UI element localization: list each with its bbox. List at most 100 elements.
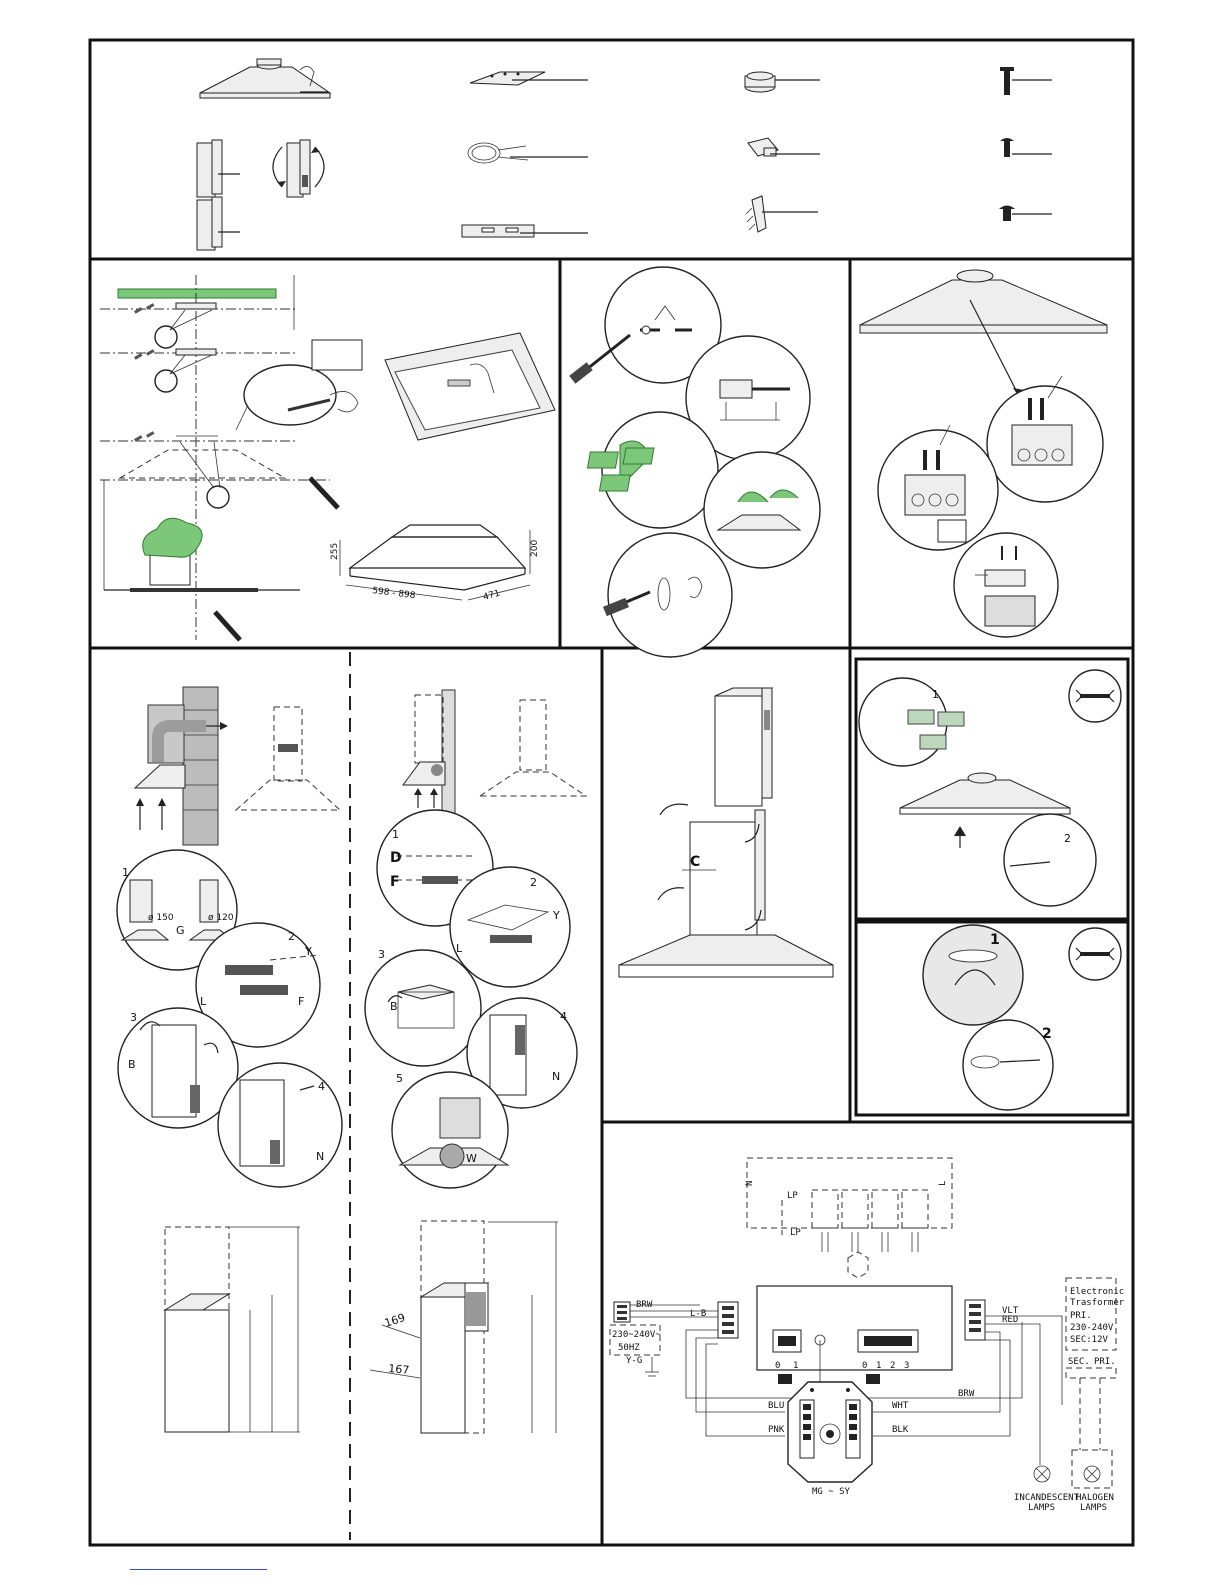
screw-part-3 [999, 206, 1052, 222]
panel-chimney-assembly: C [619, 688, 833, 977]
panel-filters: 1 2 [859, 670, 1121, 906]
label-l: L [200, 995, 207, 1008]
filter-step-1: 1 [932, 688, 939, 701]
transformer-title1: Electronic [1070, 1287, 1124, 1297]
step-3: 3 [378, 948, 385, 961]
wall-plug-part [746, 196, 818, 232]
step-5: 5 [396, 1072, 403, 1085]
wire-red: RED [1002, 1315, 1018, 1325]
svg-text:N: N [745, 1181, 755, 1186]
chimney-part [197, 140, 324, 250]
footer-link-line [130, 1569, 267, 1570]
filter-step-2: 2 [1064, 832, 1071, 845]
label-w: W [466, 1152, 477, 1165]
label-n: N [552, 1070, 560, 1083]
motor-block: MG ~ SY [788, 1382, 872, 1497]
label-d: D [390, 850, 402, 866]
fan-mark-1: 1 [876, 1361, 881, 1371]
hood-dimension-drawing: 255 200 598 - 898 471 [330, 525, 540, 603]
label-f: F [298, 995, 304, 1008]
transformer-pri: PRI. [1070, 1311, 1092, 1321]
step-4: 4 [560, 1010, 567, 1023]
fan-mark-3: 3 [904, 1361, 909, 1371]
step-2: 2 [288, 930, 295, 943]
transformer-pri-short: PRI. [1094, 1357, 1116, 1367]
label-y: Y [552, 909, 560, 922]
lamp-incandescent-2: LAMPS [1028, 1503, 1055, 1513]
fan-mark-0: 0 [862, 1361, 867, 1371]
fan-mark-2: 2 [890, 1361, 895, 1371]
dim-chimney-167: 167 [388, 1362, 410, 1377]
wire-pnk: PNK [768, 1425, 785, 1435]
lamp-halogen-2: LAMPS [1080, 1503, 1107, 1513]
screw-part-1 [1000, 67, 1052, 95]
power-voltage: 230~240V~ [612, 1330, 661, 1340]
wire-brw: BRW [958, 1389, 975, 1399]
screw-part-2 [1000, 138, 1052, 157]
step-1: 1 [392, 828, 399, 841]
transformer-block: Electronic Trasformer PRI. 230-240V SEC:… [1066, 1278, 1125, 1450]
label-f: F [390, 874, 400, 890]
callout-circle [207, 486, 229, 508]
power-ground: Y-G [626, 1356, 642, 1366]
power-lb-label: L-B [690, 1309, 706, 1319]
switch-mark-1: 1 [793, 1361, 798, 1371]
wall-bracket-part [462, 225, 588, 237]
dim-depth: 471 [482, 589, 501, 603]
panel-mounting-steps [569, 267, 820, 657]
led-lp-label: LP [790, 1228, 801, 1238]
label-n: N [316, 1150, 324, 1163]
callout-circle [155, 370, 177, 392]
panel-accessories [197, 59, 1052, 250]
panel-electrical [860, 270, 1107, 637]
dim-height-2: 200 [530, 540, 540, 557]
motor-label: MG ~ SY [812, 1487, 851, 1497]
step-2: 2 [530, 876, 537, 889]
panel-exhaust: ø 150 ø 120 G 1 2 Y L F 3 B 4 N [117, 687, 342, 1432]
ceiling-strip [118, 289, 276, 298]
incandescent-lamp: INCANDESCENT LAMPS [1014, 1466, 1080, 1513]
callout-circle [155, 326, 177, 348]
transformer-sec: SEC:12V [1070, 1335, 1109, 1345]
chimney-height-exhaust [165, 1227, 300, 1432]
label-c: C [690, 854, 700, 870]
step-1: 1 [122, 866, 129, 879]
lamp-step-2: 2 [1042, 1026, 1052, 1042]
panel-installation: 255 200 598 - 898 471 [100, 275, 555, 640]
lamp-incandescent-1: INCANDESCENT [1014, 1493, 1080, 1503]
transformer-sec-short: SEC. [1068, 1357, 1090, 1367]
label-b: B [128, 1058, 136, 1071]
transformer-title2: Trasformer [1070, 1298, 1125, 1308]
label-y: Y [304, 945, 312, 958]
label-b: B [390, 1000, 398, 1013]
hood-underside [385, 333, 555, 440]
hood-part [200, 59, 330, 98]
lamp-halogen-1: HALOGEN [1076, 1493, 1114, 1503]
power-cable-part [468, 143, 588, 163]
pipe-diameter-120: ø 120 [208, 913, 234, 923]
paper-template-part [470, 72, 588, 85]
flange-part [745, 72, 820, 92]
halogen-lamp: HALOGEN LAMPS [1072, 1450, 1114, 1513]
svg-text:L: L [938, 1181, 948, 1186]
transformer-range: 230-240V [1070, 1323, 1114, 1333]
pipe-diameter-150: ø 150 [148, 913, 174, 923]
lamp-step-1: 1 [990, 932, 1000, 948]
wire-blk: BLK [892, 1425, 909, 1435]
switch-mark-0: 0 [775, 1361, 780, 1371]
chimney-height-recirc: 169 167 [370, 1221, 558, 1433]
panel-recirculation: 1 D F 2 Y L 3 B 4 N 5 W [365, 690, 586, 1433]
panel-lamp: 1 2 [923, 925, 1121, 1110]
step-3: 3 [130, 1011, 137, 1024]
label-l: L [456, 942, 463, 955]
power-frequency: 50HZ [618, 1343, 640, 1353]
wire-wht: WHT [892, 1401, 909, 1411]
dim-height-1: 255 [330, 543, 340, 560]
lp-label: LP [787, 1191, 798, 1201]
wire-blu: BLU [768, 1401, 784, 1411]
panel-wiring: N L LP LP 0 1 0 1 2 3 [610, 1158, 1125, 1513]
dim-chimney-169: 169 [383, 1311, 407, 1330]
dim-width: 598 - 898 [372, 586, 416, 601]
label-g: G [176, 924, 185, 937]
